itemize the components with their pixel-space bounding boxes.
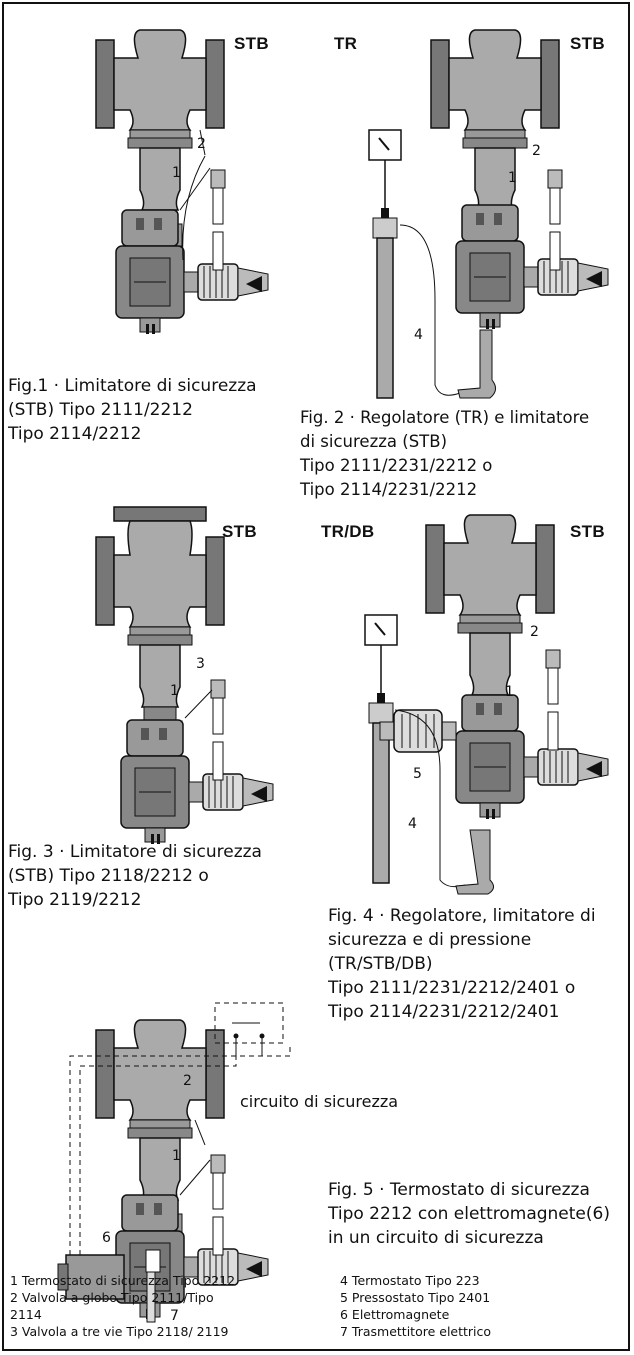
- fig2-caption-line: di sicurezza (STB): [300, 432, 448, 451]
- fig1-callout-1: 1: [172, 165, 181, 181]
- fig1-caption-line: Tipo 2114/2212: [8, 424, 142, 444]
- fig5-callout-1: 1: [172, 1148, 181, 1164]
- fig4-callout-2: 2: [530, 624, 539, 640]
- fig1-caption: Fig.1 · Limitatore di sicurezza (STB) Ti…: [8, 374, 257, 446]
- fig3-caption: Fig. 3 · Limitatore di sicurezza (STB) T…: [8, 840, 262, 912]
- fig4-caption-line: Tipo 2114/2231/2212/2401: [328, 1002, 560, 1022]
- fig3-stb-label: STB: [222, 522, 257, 541]
- fig3-caption-line: Fig. 3 · Limitatore di sicurezza: [8, 842, 262, 862]
- fig4-caption-line: Fig. 4 · Regolatore, limitatore di: [328, 906, 596, 926]
- fig5-callout-2: 2: [183, 1073, 192, 1089]
- fig4-trdb-label: TR/DB: [321, 522, 375, 541]
- fig2-callout-2: 2: [532, 143, 541, 159]
- legend-item: 5 Pressostato Tipo 2401: [340, 1290, 491, 1305]
- fig1-caption-line: (STB) Tipo 2111/2212: [8, 400, 193, 420]
- fig2-caption-line: Tipo 2114/2231/2212: [300, 480, 478, 499]
- fig5-caption-line: Fig. 5 · Termostato di sicurezza: [328, 1180, 590, 1200]
- fig2-caption: Fig. 2 · Regolatore (TR) e limitatore di…: [300, 406, 630, 502]
- legend-item: 6 Elettromagnete: [340, 1307, 450, 1322]
- fig4-drawing: [364, 514, 609, 895]
- fig5-callout-7: 7: [170, 1308, 179, 1324]
- fig3-callout-3: 3: [196, 656, 205, 672]
- fig4-caption-line: (TR/STB/DB): [328, 954, 433, 974]
- fig5-caption-line: Tipo 2212 con elettromagnete(6): [328, 1204, 610, 1224]
- fig2-caption-line: Tipo 2111/2231/2212 o: [300, 456, 493, 475]
- fig1-drawing: [95, 29, 269, 335]
- legend-item: 7 Trasmettitore elettrico: [340, 1324, 492, 1339]
- fig5-callout-6: 6: [102, 1230, 111, 1246]
- fig4-callout-5: 5: [413, 766, 422, 782]
- fig5-circuit-label: circuito di sicurezza: [240, 1092, 399, 1111]
- fig4-caption-line: sicurezza e di pressione: [328, 930, 532, 950]
- legend-right: 4 Termostato Tipo 223 5 Pressostato Tipo…: [340, 1272, 491, 1340]
- fig4-caption-line: Tipo 2111/2231/2212/2401 o: [328, 978, 576, 998]
- fig3-callout-1: 1: [170, 683, 179, 699]
- legend-item: 2 Valvola a globo Tipo 2111/Tipo: [10, 1290, 214, 1305]
- fig5-drawing: [57, 1002, 291, 1323]
- legend-item: 2114: [10, 1307, 42, 1322]
- fig4-callout-1: 1: [505, 684, 514, 700]
- fig2-callout-1: 1: [508, 170, 517, 186]
- fig4-callout-4: 4: [408, 816, 417, 832]
- fig3-caption-line: (STB) Tipo 2118/2212 o: [8, 866, 209, 886]
- fig3-caption-line: Tipo 2119/2212: [8, 890, 142, 910]
- fig2-caption-line: Fig. 2 · Regolatore (TR) e limitatore: [300, 408, 590, 427]
- fig1-callout-2: 2: [197, 136, 206, 152]
- legend-item: 3 Valvola a tre vie Tipo 2118/ 2119: [10, 1324, 229, 1339]
- fig1-caption-line: Fig.1 · Limitatore di sicurezza: [8, 376, 257, 396]
- fig3-drawing: [95, 506, 274, 845]
- legend-item: 1 Termostato di sicurezza Tipo 2212: [10, 1273, 236, 1288]
- fig2-tr-label: TR: [334, 34, 358, 53]
- fig2-drawing: [368, 29, 609, 399]
- fig2-stb-label: STB: [570, 34, 605, 53]
- legend-left: 1 Termostato di sicurezza Tipo 2212 2 Va…: [10, 1272, 235, 1340]
- fig5-caption-line: in un circuito di sicurezza: [328, 1228, 544, 1248]
- legend-item: 4 Termostato Tipo 223: [340, 1273, 480, 1288]
- fig2-callout-4: 4: [414, 327, 423, 343]
- fig5-caption: Fig. 5 · Termostato di sicurezza Tipo 22…: [328, 1178, 610, 1250]
- fig4-stb-label: STB: [570, 522, 605, 541]
- fig4-caption: Fig. 4 · Regolatore, limitatore di sicur…: [328, 904, 630, 1024]
- fig1-stb-label: STB: [234, 34, 269, 53]
